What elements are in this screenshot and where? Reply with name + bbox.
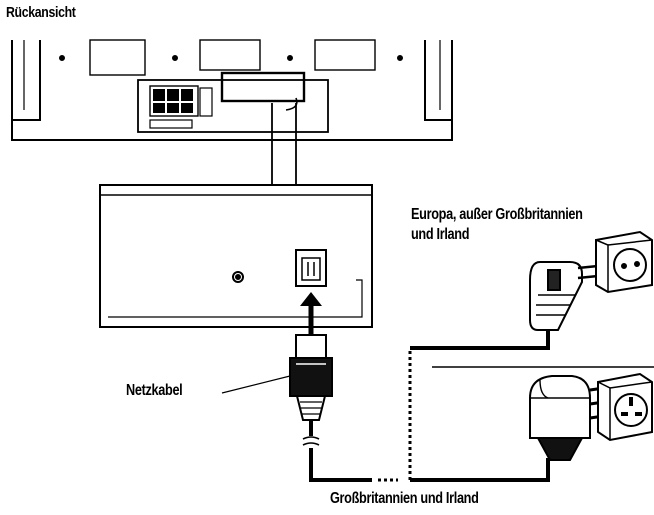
power-cable-label: Netzkabel bbox=[126, 382, 183, 399]
cable-leader-line bbox=[221, 375, 291, 394]
schuko-plug-icon bbox=[529, 261, 599, 331]
europe-label: Europa, außer Großbritannien und Irland bbox=[411, 205, 583, 245]
europe-label-line1: Europa, außer Großbritannien bbox=[411, 206, 583, 223]
power-inlet-panel bbox=[99, 184, 373, 328]
bs1363-socket-icon bbox=[597, 372, 653, 442]
zoom-indicator bbox=[271, 103, 297, 185]
europe-label-line2: und Irland bbox=[411, 226, 470, 243]
iec-c14-inlet-icon bbox=[295, 249, 327, 287]
insert-arrow bbox=[300, 292, 322, 334]
bs1363-plug-icon bbox=[529, 375, 605, 461]
iec-c13-connector-icon bbox=[289, 334, 333, 421]
uk-ireland-label: Großbritannien und Irland bbox=[330, 490, 479, 507]
tv-rear-panel bbox=[11, 39, 453, 141]
rear-view-title: Rückansicht bbox=[6, 4, 76, 21]
power-cable bbox=[302, 330, 550, 482]
schuko-socket-icon bbox=[595, 230, 653, 294]
